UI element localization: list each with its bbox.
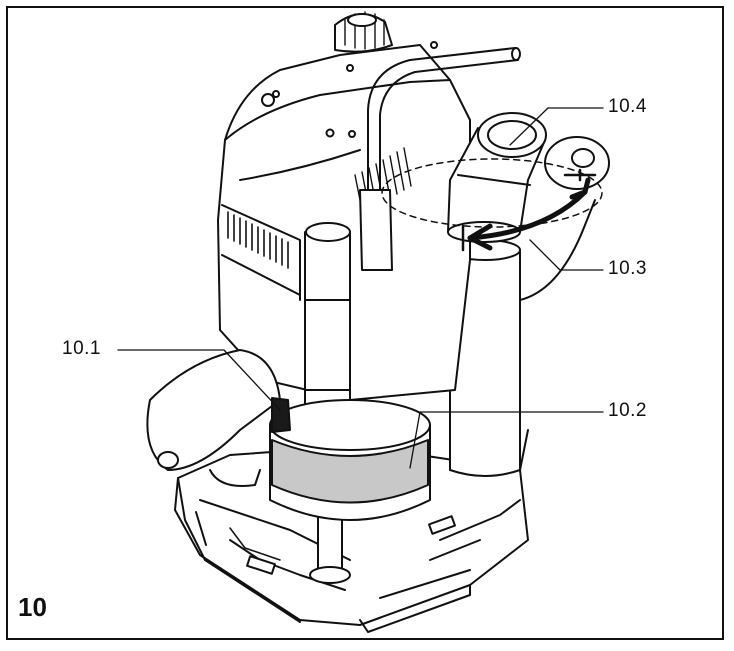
figure-frame xyxy=(6,6,724,640)
router-base xyxy=(174,449,529,633)
motor-housing xyxy=(217,11,471,401)
callout-10-3: 10.3 xyxy=(608,258,647,279)
callout-leaders xyxy=(117,107,604,469)
rotation-arrow xyxy=(381,158,603,252)
callout-10-1: 10.1 xyxy=(62,338,101,359)
callout-10-4: 10.4 xyxy=(608,96,647,117)
rotation-lock xyxy=(544,136,610,190)
depth-ring xyxy=(269,399,431,521)
power-cable xyxy=(359,47,521,271)
dust-elbow xyxy=(447,112,547,243)
figure-number: 10 xyxy=(18,592,47,622)
callout-10-2: 10.2 xyxy=(608,400,647,421)
